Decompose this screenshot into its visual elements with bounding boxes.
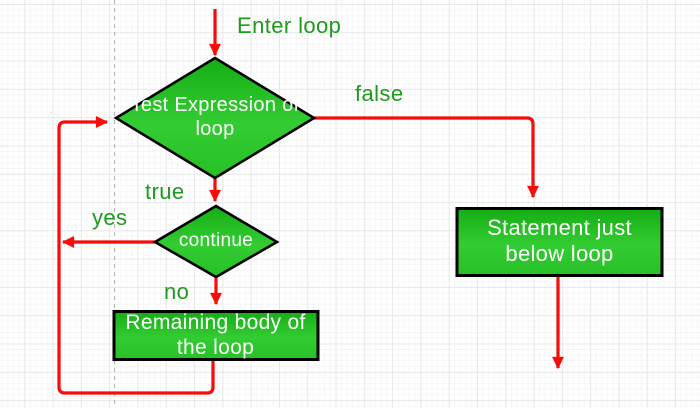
false-label: false <box>355 81 404 106</box>
edge-loop-back <box>57 116 215 395</box>
yes-label: yes <box>92 205 128 230</box>
enter-loop-label: Enter loop <box>237 13 342 38</box>
node-test-expression-diamond <box>113 56 317 180</box>
node-statement-below-rect <box>455 207 664 277</box>
no-label: no <box>164 279 190 304</box>
node-remaining-body-rect <box>112 310 320 361</box>
true-label: true <box>145 179 185 204</box>
test-expression-node-label: Test Expression of loop <box>130 94 300 140</box>
remaining-body-node-label: Remaining body of the loop <box>125 310 306 359</box>
statement-below-node-label: Statement just below loop <box>487 215 632 266</box>
continue-node-label: continue <box>178 230 254 252</box>
edge-false-branch <box>314 116 539 199</box>
node-continue-diamond <box>152 204 280 279</box>
